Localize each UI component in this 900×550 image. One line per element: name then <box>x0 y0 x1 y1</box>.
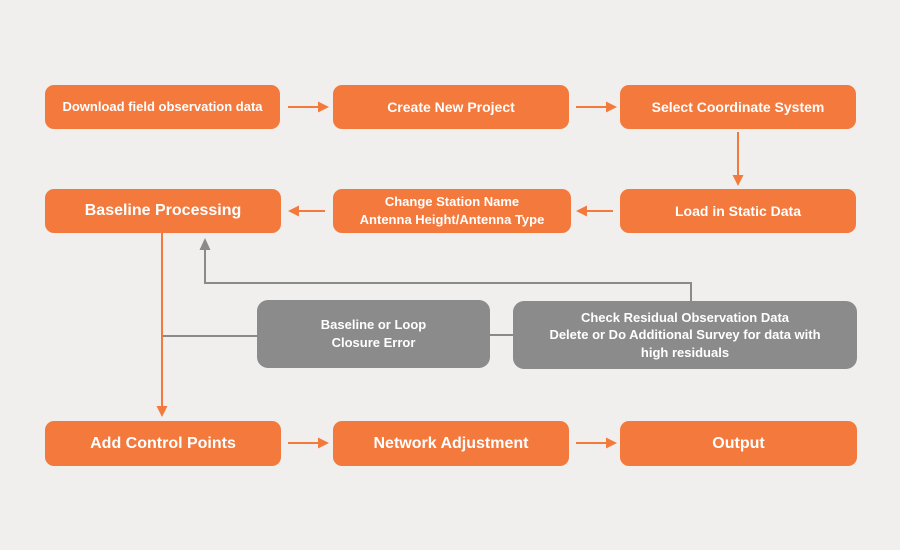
edge-add-control-to-network <box>288 437 329 449</box>
node-baseline-or-loop-closure-error: Baseline or Loop Closure Error <box>257 300 490 368</box>
node-load-in-static-data: Load in Static Data <box>620 189 856 233</box>
node-check-residual-observation-data: Check Residual Observation Data Delete o… <box>513 301 857 369</box>
node-baseline-processing: Baseline Processing <box>45 189 281 233</box>
edge-create-project-to-select-coord <box>576 101 617 113</box>
edge-select-coord-to-load-static <box>732 132 744 186</box>
node-output: Output <box>620 421 857 466</box>
edge-load-static-to-change-station <box>576 205 613 217</box>
edge-check-residual-to-baseline <box>199 238 692 301</box>
node-change-station-name: Change Station Name Antenna Height/Anten… <box>333 189 571 233</box>
node-select-coordinate-system: Select Coordinate System <box>620 85 856 129</box>
edge-download-to-create-project <box>288 101 329 113</box>
node-create-new-project: Create New Project <box>333 85 569 129</box>
node-download-field-observation-data: Download field observation data <box>45 85 280 129</box>
edge-baseline-to-add-control <box>156 233 168 417</box>
edge-network-to-output <box>576 437 617 449</box>
node-add-control-points: Add Control Points <box>45 421 281 466</box>
edge-change-station-to-baseline <box>288 205 325 217</box>
node-network-adjustment: Network Adjustment <box>333 421 569 466</box>
